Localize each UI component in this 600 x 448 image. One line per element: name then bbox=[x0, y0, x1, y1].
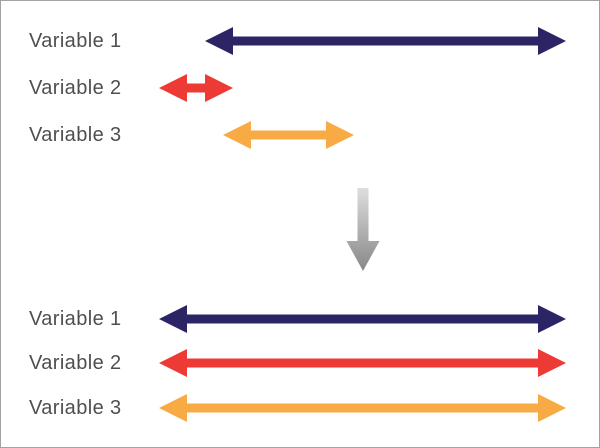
top-variable-1-label: Variable 1 bbox=[29, 30, 122, 52]
top-variable-2-range-arrow bbox=[159, 74, 233, 102]
bottom-variable-2-range-arrow bbox=[159, 349, 566, 377]
bottom-variable-1-label: Variable 1 bbox=[29, 308, 122, 330]
top-variable-3-range-arrow bbox=[223, 121, 354, 149]
top-variable-1-range-arrow bbox=[205, 27, 566, 55]
bottom-variable-3-label: Variable 3 bbox=[29, 397, 122, 419]
bottom-variable-3-range-arrow bbox=[159, 394, 566, 422]
bottom-variable-1-range-arrow bbox=[159, 305, 566, 333]
transform-down-arrow bbox=[346, 188, 380, 271]
top-variable-3-label: Variable 3 bbox=[29, 124, 122, 146]
top-variable-2-label: Variable 2 bbox=[29, 77, 122, 99]
bottom-variable-2-label: Variable 2 bbox=[29, 352, 122, 374]
